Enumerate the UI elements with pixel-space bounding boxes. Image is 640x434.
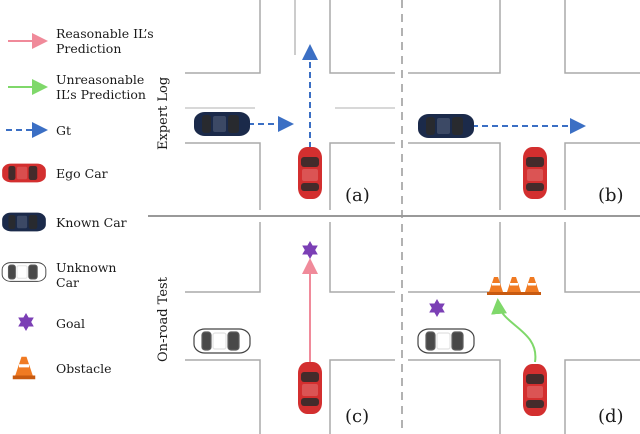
- obstacle-cone: [523, 277, 541, 295]
- unknown-car: [417, 328, 475, 354]
- legend-ego-car-label: Ego Car: [56, 166, 108, 181]
- legend-gt-label: Gt: [56, 123, 72, 138]
- ego-car: [523, 147, 547, 199]
- panel-a: [194, 44, 322, 199]
- legend: [1, 33, 48, 380]
- known-car: [194, 112, 250, 136]
- goal-marker: [429, 299, 445, 317]
- legend-unknown-car-label: Unknown Car: [56, 260, 117, 290]
- panel-d: [417, 277, 547, 416]
- panel-label-a: (a): [345, 185, 370, 206]
- panel-label-b: (b): [598, 185, 624, 206]
- panel-b-roads: [408, 0, 640, 210]
- panel-c-roads: [185, 222, 395, 434]
- panel-label-c: (c): [345, 406, 370, 427]
- unknown-car: [193, 328, 251, 354]
- known-car: [418, 114, 474, 138]
- legend-obstacle-label: Obstacle: [56, 361, 112, 376]
- known-car-icon: [2, 212, 46, 232]
- panel-b: [418, 114, 586, 199]
- ego-car: [298, 362, 322, 414]
- legend-unreasonable-label: Unreasonable IL’s Prediction: [56, 72, 146, 102]
- row-label-expert-log: Expert Log: [156, 76, 171, 150]
- legend-goal-label: Goal: [56, 316, 85, 331]
- legend-reasonable-label: Reasonable IL’s Prediction: [56, 26, 154, 56]
- obstacle-cone: [505, 277, 523, 295]
- panel-c: [193, 241, 322, 414]
- obstacle-cone: [487, 277, 505, 295]
- goal-icon: [18, 313, 34, 331]
- unknown-car-icon: [1, 262, 47, 282]
- ego-car-icon: [2, 163, 46, 183]
- ego-car: [523, 364, 547, 416]
- panel-label-d: (d): [598, 406, 624, 427]
- row-label-on-road-test: On-road Test: [156, 277, 171, 362]
- panel-a-roads: [185, 0, 395, 210]
- obstacle-icon: [12, 356, 36, 380]
- goal-marker: [302, 241, 318, 259]
- ego-car: [298, 147, 322, 199]
- unreasonable-prediction-arrow: [491, 298, 537, 363]
- legend-known-car-label: Known Car: [56, 215, 127, 230]
